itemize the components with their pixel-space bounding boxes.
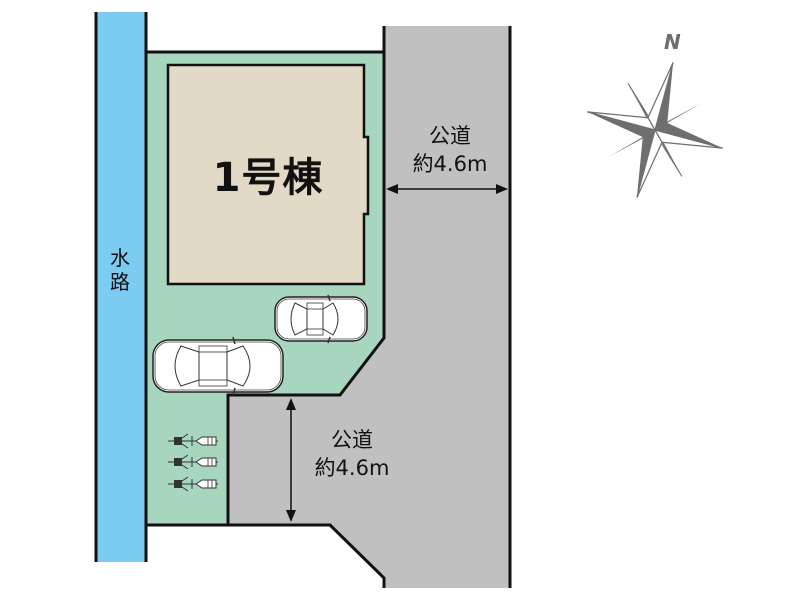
bicycle-icon xyxy=(168,476,218,492)
bicycle-icon xyxy=(168,454,218,470)
car-icon xyxy=(152,336,284,396)
compass-rose-icon xyxy=(587,62,723,198)
car-icon xyxy=(274,294,368,344)
south-road-name: 公道 xyxy=(331,428,373,452)
building-label: 1号棟 xyxy=(212,155,324,201)
east-road-name: 公道 xyxy=(429,124,471,148)
building-1 xyxy=(166,63,370,286)
water-channel-label: 水路 xyxy=(110,246,130,294)
east-road-label: 公道 約4.6m xyxy=(388,122,512,178)
south-road-width: 約4.6m xyxy=(314,456,390,480)
dimension-arrow-south-road xyxy=(286,398,296,522)
bicycle-icon xyxy=(168,433,218,449)
south-road-label: 公道 約4.6m xyxy=(290,426,414,482)
east-road-width: 約4.6m xyxy=(412,152,488,176)
dimension-arrow-east-road xyxy=(386,184,508,194)
water-channel xyxy=(94,12,148,562)
compass-north-label: N xyxy=(664,30,681,54)
